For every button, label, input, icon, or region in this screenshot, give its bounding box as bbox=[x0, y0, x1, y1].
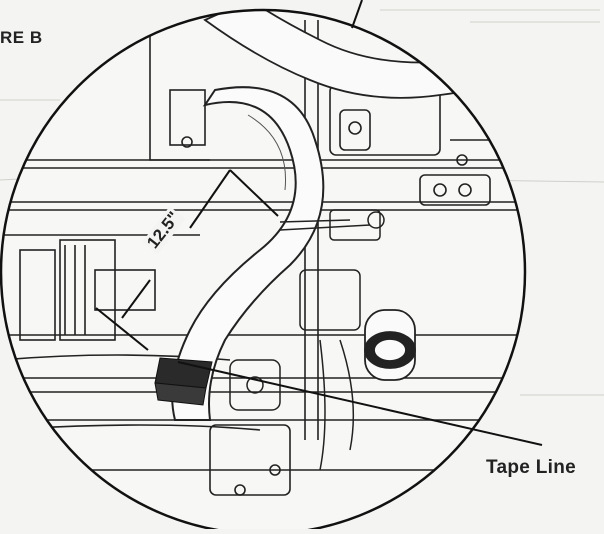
tape-line-leader bbox=[177, 361, 543, 446]
detail-circle bbox=[0, 8, 527, 534]
figure-label: RE B bbox=[0, 28, 43, 47]
dimension-line bbox=[95, 169, 279, 351]
cylinder-part bbox=[364, 309, 416, 381]
tape-line-label: Tape Line bbox=[486, 457, 576, 478]
coolant-hose bbox=[171, 86, 325, 421]
leader-line-top bbox=[351, 0, 363, 29]
